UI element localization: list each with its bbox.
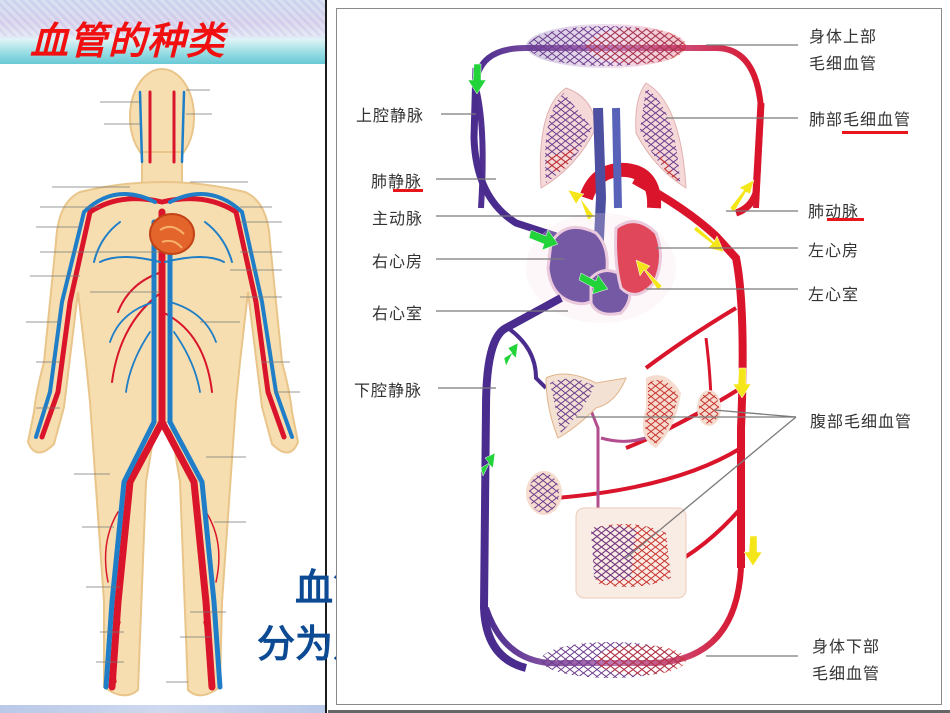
title-banner <box>0 0 326 64</box>
label-pulmonary-artery: 肺动脉 <box>808 202 860 221</box>
label-right-atrium: 右心房 <box>372 252 424 271</box>
label-upper-body-capillaries-1: 身体上部 <box>809 27 878 46</box>
label-upper-body-capillaries-2: 毛细血管 <box>809 54 878 73</box>
left-panel: 血管的种类 <box>0 0 326 713</box>
label-lower-body-capillaries-2: 毛细血管 <box>812 664 881 683</box>
pulmonary-artery-underline <box>827 218 864 221</box>
banner-texture <box>0 0 326 36</box>
slide-title: 血管的种类 <box>30 18 226 63</box>
label-superior-vena-cava: 上腔静脉 <box>356 106 425 125</box>
pulmonary-capillaries-underline <box>842 131 908 134</box>
blood-circulation-diagram <box>436 24 798 678</box>
label-pulmonary-vein: 肺静脉 <box>371 172 423 191</box>
label-lower-body-capillaries-1: 身体下部 <box>812 637 881 656</box>
panel-divider <box>325 0 327 713</box>
label-pulmonary-capillaries: 肺部毛细血管 <box>809 110 912 129</box>
label-right-ventricle: 右心室 <box>372 304 424 323</box>
human-circulatory-figure <box>26 68 300 697</box>
label-left-ventricle: 左心室 <box>808 285 860 304</box>
label-left-atrium: 左心房 <box>808 241 860 260</box>
bottom-decoration-strip <box>0 705 326 713</box>
pulmonary-vein-underline <box>393 189 423 192</box>
label-inferior-vena-cava: 下腔静脉 <box>354 381 423 400</box>
label-abdominal-capillaries: 腹部毛细血管 <box>810 412 913 431</box>
label-aorta: 主动脉 <box>372 209 424 228</box>
frame-bottom-edge <box>328 710 950 713</box>
